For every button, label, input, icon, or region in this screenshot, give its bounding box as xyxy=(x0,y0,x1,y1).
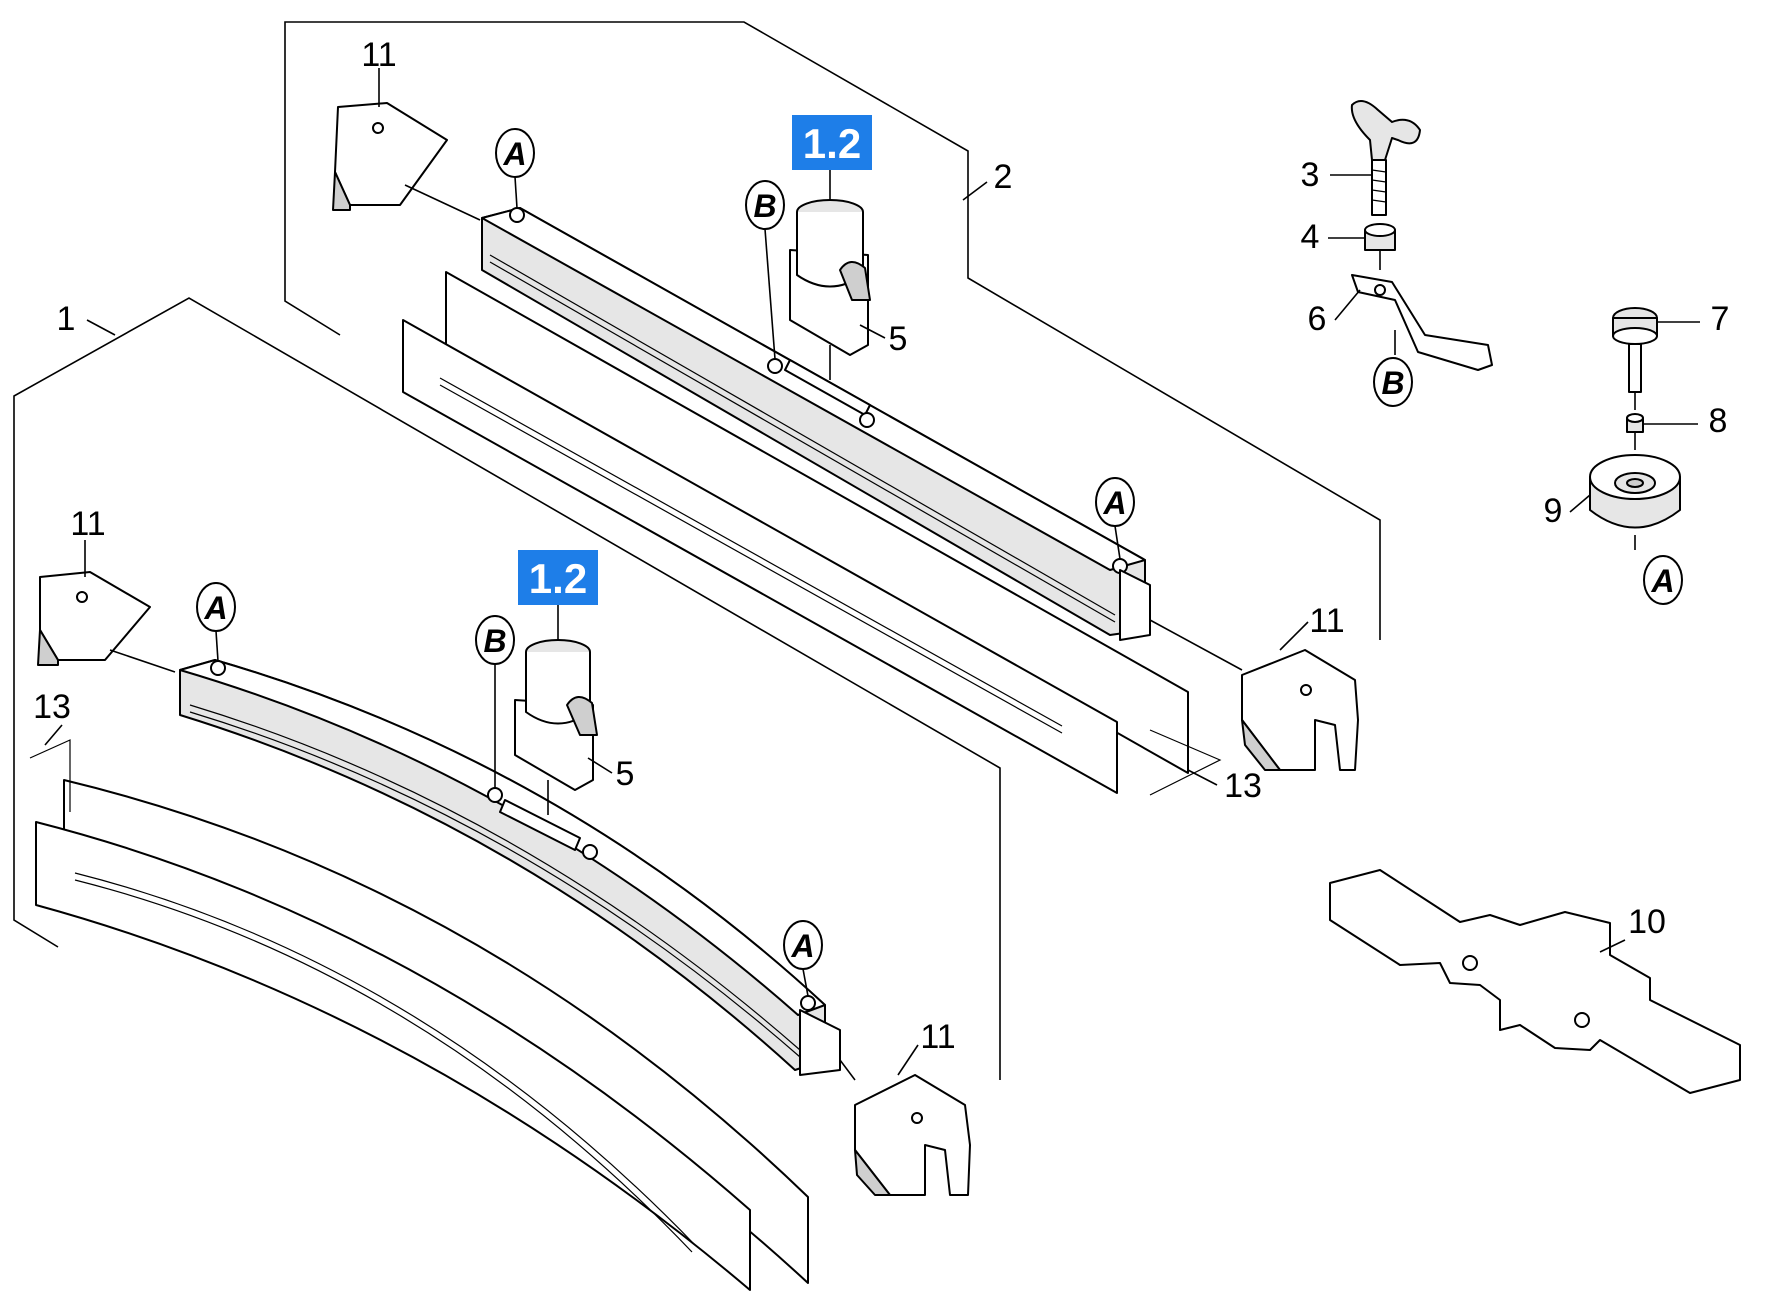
label-part-11-mid-left: 11 xyxy=(70,505,105,543)
spacer-washer xyxy=(1364,223,1396,270)
label-part-5-lower: 5 xyxy=(616,755,635,793)
cover-plate-lower xyxy=(29,739,809,1291)
end-cap-right-lower xyxy=(839,1059,971,1196)
label-assembly-1: 1 xyxy=(57,300,76,338)
subassembly-badge-upper[interactable]: 1.2 xyxy=(792,115,872,170)
rail-lower xyxy=(179,659,841,1076)
end-cap-right-upper xyxy=(1149,619,1359,771)
assembly-2-boundary xyxy=(284,21,1381,640)
svg-text:A: A xyxy=(502,136,526,172)
ref-a-upper-right: A xyxy=(1095,477,1135,560)
svg-text:A: A xyxy=(1650,563,1674,599)
assembly-1-boundary xyxy=(13,297,1001,1080)
ref-b-lower: B xyxy=(475,615,515,788)
label-part-11-lower-right: 11 xyxy=(920,1018,955,1056)
label-assembly-2: 2 xyxy=(994,158,1013,196)
label-part-5-upper: 5 xyxy=(889,320,908,358)
ref-a-wheel: A xyxy=(1643,555,1683,605)
base-plate xyxy=(1329,869,1741,1094)
svg-text:A: A xyxy=(203,590,227,626)
svg-text:1.2: 1.2 xyxy=(529,555,587,602)
label-part-8: 8 xyxy=(1709,402,1728,440)
svg-text:B: B xyxy=(483,623,506,659)
ref-a-upper-left: A xyxy=(495,128,535,209)
label-part-3: 3 xyxy=(1301,156,1320,194)
end-cap-left-lower xyxy=(37,571,176,673)
svg-text:B: B xyxy=(1381,365,1404,401)
ref-b-upper: B xyxy=(745,180,785,360)
end-cap-left-upper xyxy=(332,102,481,221)
ref-a-lower-left: A xyxy=(196,582,236,662)
label-part-6: 6 xyxy=(1308,300,1327,338)
spacer-nut xyxy=(1626,413,1644,450)
roller-wheel xyxy=(1589,454,1681,550)
ref-a-lower-right: A xyxy=(783,920,823,997)
tube-holder-upper xyxy=(789,199,871,380)
svg-text:A: A xyxy=(1102,485,1126,521)
tube-holder-lower xyxy=(514,639,598,815)
label-part-4: 4 xyxy=(1301,218,1320,256)
ref-b-bracket: B xyxy=(1373,357,1413,407)
label-part-11-upper-right: 11 xyxy=(1309,602,1344,640)
svg-text:A: A xyxy=(790,928,814,964)
knob-screw xyxy=(1612,307,1658,410)
label-part-13-upper: 13 xyxy=(1224,767,1262,805)
svg-text:B: B xyxy=(753,188,776,224)
label-part-10: 10 xyxy=(1628,903,1666,941)
cover-plate-upper xyxy=(402,271,1222,796)
clamp-bracket xyxy=(1351,274,1493,371)
subassembly-badge-lower[interactable]: 1.2 xyxy=(518,550,598,605)
rail-upper xyxy=(481,207,1151,641)
label-part-7: 7 xyxy=(1711,300,1730,338)
svg-text:1.2: 1.2 xyxy=(803,120,861,167)
label-part-13-lower: 13 xyxy=(33,688,71,726)
leader-lines xyxy=(44,68,1700,1076)
label-part-9: 9 xyxy=(1544,492,1563,530)
label-part-11-top-left: 11 xyxy=(361,36,396,74)
wing-bolt xyxy=(1350,100,1421,216)
